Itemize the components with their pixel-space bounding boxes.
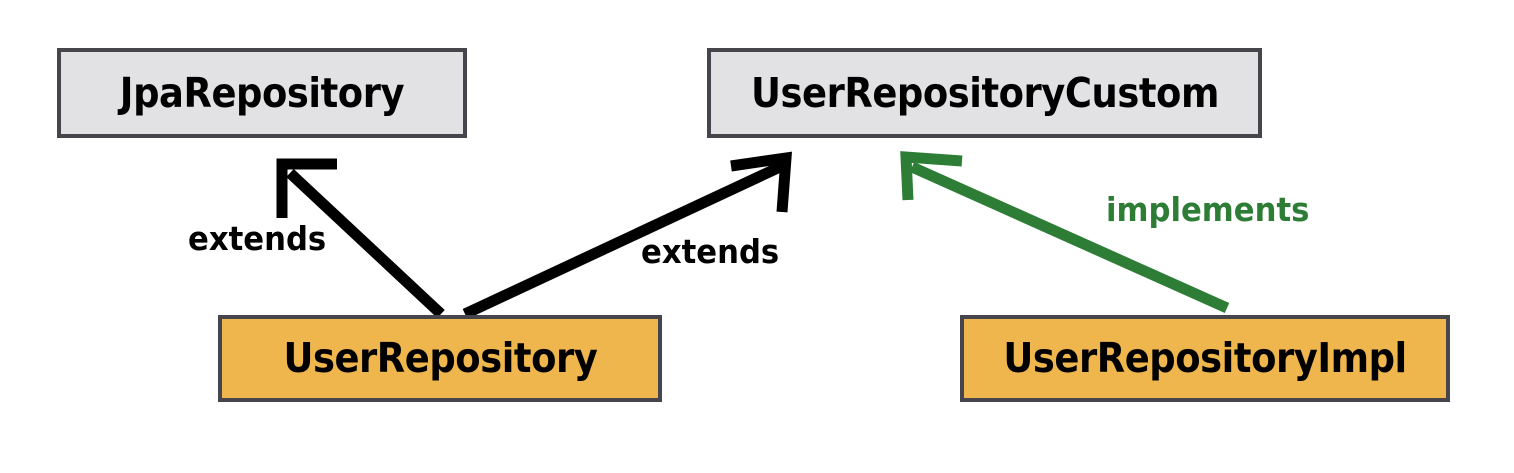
arrowhead-open-extends-custom [730, 151, 792, 213]
edge-extends-user-repository-custom[interactable] [462, 151, 792, 319]
edge-line-extends-custom [462, 161, 785, 319]
edge-extends-jpa-repository[interactable] [276, 158, 445, 319]
edge-line-implements [909, 161, 1230, 314]
edge-label-extends-jpa-repository: extends [188, 219, 327, 258]
node-label-user-repository-impl: UserRepositoryImpl [1003, 334, 1407, 382]
edge-line-extends-jpa [286, 168, 445, 319]
arrowhead-open-extends-jpa [276, 158, 337, 218]
node-user-repository-impl[interactable]: UserRepositoryImpl [960, 315, 1450, 402]
node-label-jpa-repository: JpaRepository [119, 68, 405, 117]
node-user-repository-custom[interactable]: UserRepositoryCustom [707, 48, 1262, 138]
edge-implements-user-repository-custom[interactable] [900, 151, 1230, 314]
node-label-user-repository-custom: UserRepositoryCustom [750, 68, 1219, 117]
edge-label-extends-user-repository-custom: extends [641, 232, 780, 271]
edge-label-implements-user-repository-custom: implements [1106, 190, 1310, 229]
node-user-repository[interactable]: UserRepository [218, 315, 662, 402]
arrowhead-open-implements [900, 151, 963, 201]
node-label-user-repository: UserRepository [283, 334, 597, 382]
node-jpa-repository[interactable]: JpaRepository [57, 48, 467, 138]
